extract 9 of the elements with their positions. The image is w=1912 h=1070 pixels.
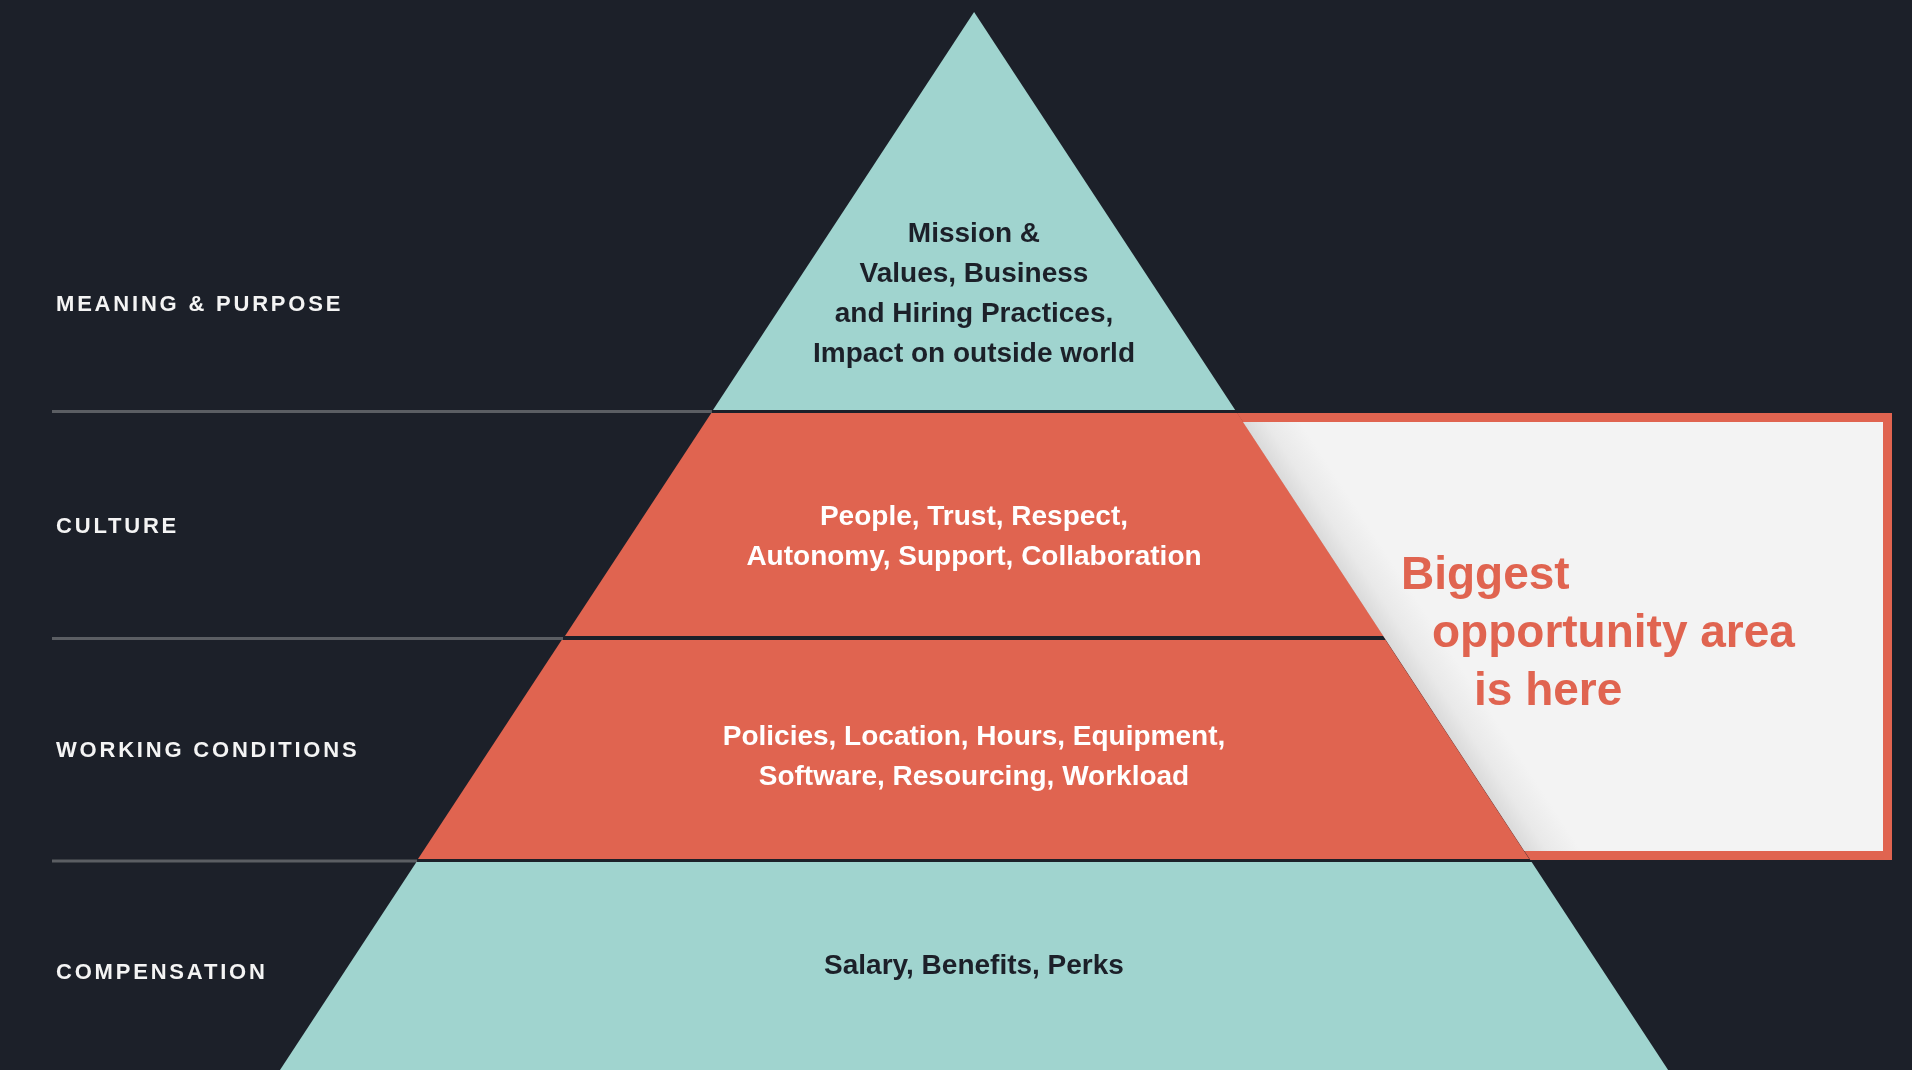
tier-label: CULTURE	[56, 515, 180, 538]
tier-text: Salary, Benefits, Perks	[823, 948, 1125, 982]
tier-label: COMPENSATION	[56, 961, 268, 984]
tier-text: People, Trust, Respect, Autonomy, Support, Collaboration	[745, 499, 1203, 573]
tier-text: Policies, Location, Hours, Equipment, Software, Resourcing, Workload	[721, 719, 1227, 793]
callout-text: Biggest opportunity area is here	[1401, 546, 1796, 717]
tier-label: WORKING CONDITIONS	[56, 739, 360, 762]
tier-label: MEANING & PURPOSE	[56, 293, 344, 316]
tier-text: Mission & Values, Business and Hiring Practices, Impact on outside world	[811, 216, 1136, 370]
